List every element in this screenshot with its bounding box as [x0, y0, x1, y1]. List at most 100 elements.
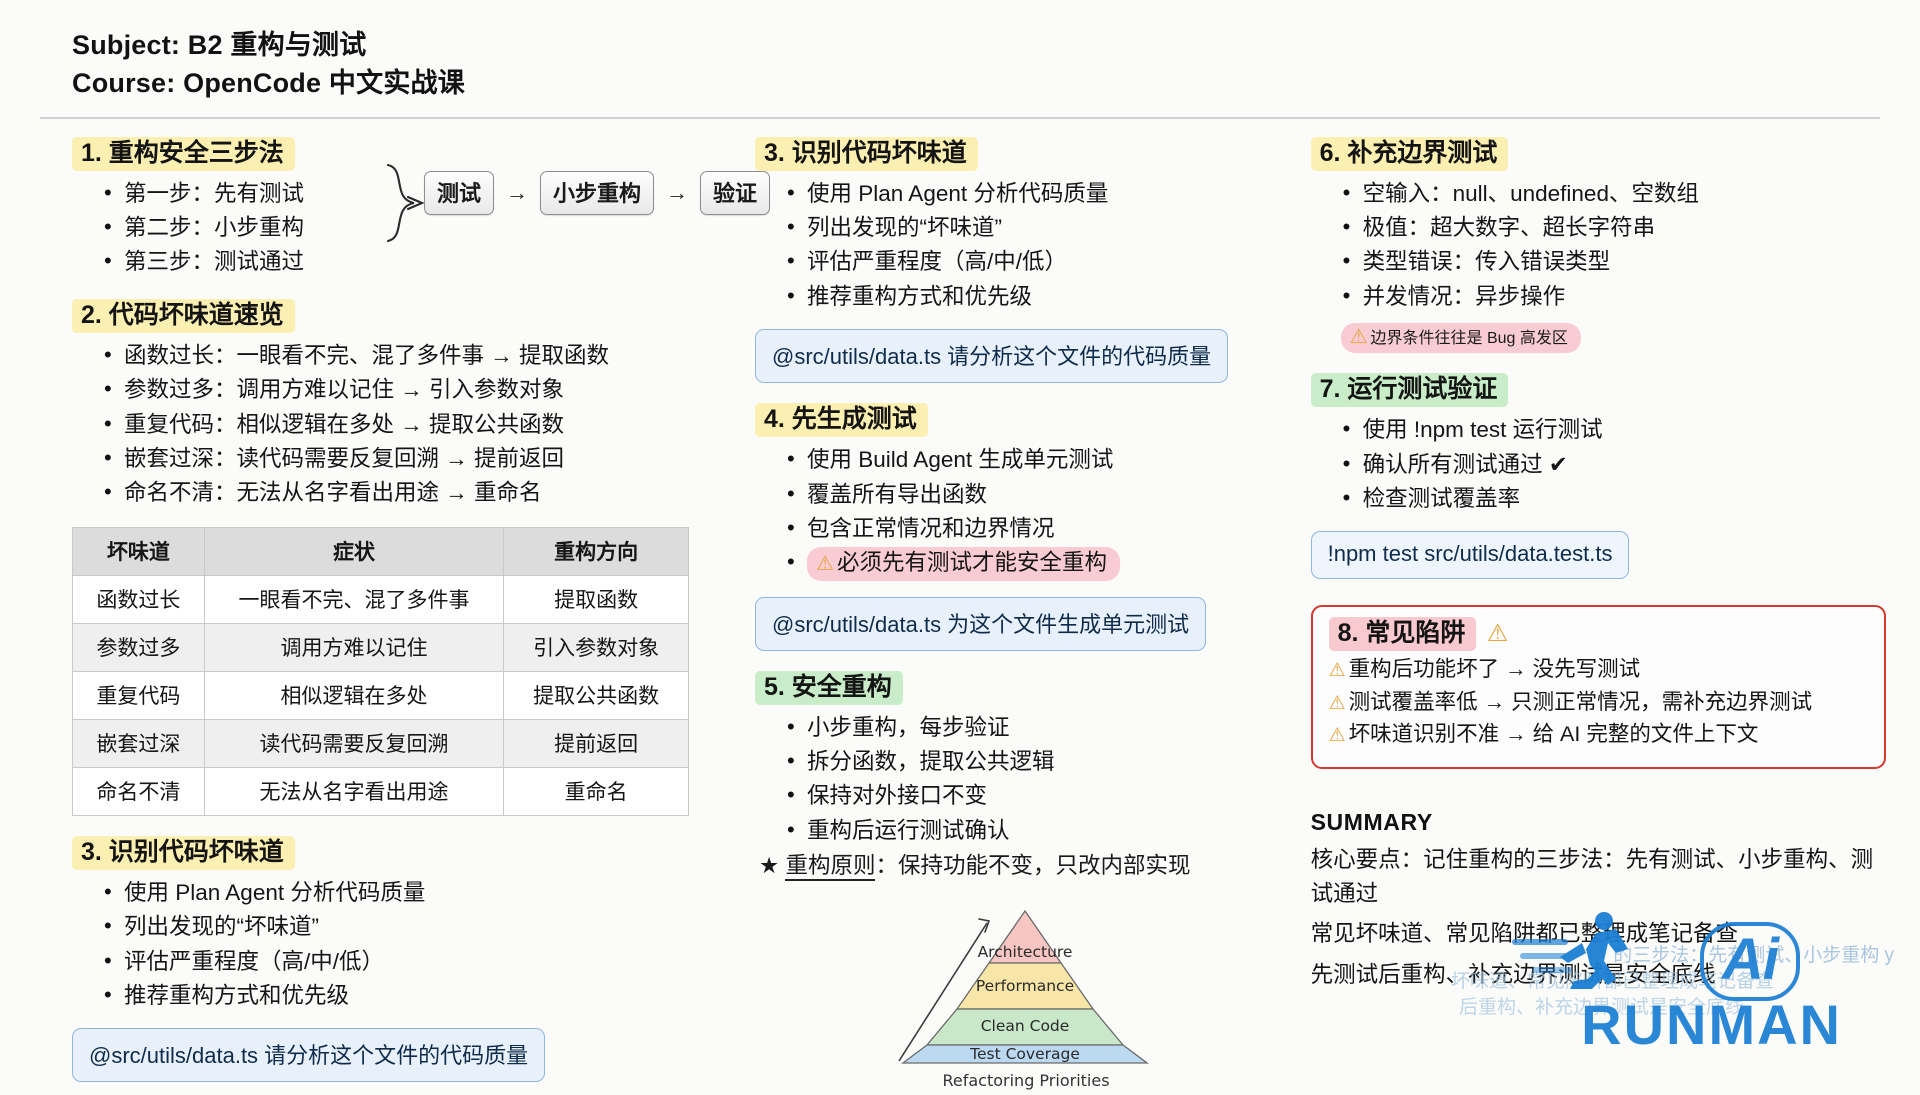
- table-header-cell: 重构方向: [503, 526, 689, 576]
- list-item: 使用 Build Agent 生成单元测试: [785, 443, 1289, 476]
- star-icon: ★: [759, 853, 780, 879]
- table-row: 函数过长 一眼看不完、混了多件事 提取函数: [72, 574, 689, 624]
- boundary-warning-row: ⚠边界条件往往是 Bug 高发区: [1311, 323, 1886, 354]
- column-3: 6. 补充边界测试 空输入：null、undefined、空数组 极值：超大数字…: [1289, 136, 1886, 1095]
- list-item: 推荐重构方式和优先级: [785, 280, 1289, 313]
- list-item: 评估严重程度（高/中/低）: [785, 245, 1289, 278]
- list-item: 检查测试覆盖率: [1341, 482, 1886, 515]
- table-row: 命名不清 无法从名字看出用途 重命名: [72, 766, 689, 816]
- pitfall-line: ⚠测试覆盖率低 → 只测正常情况，需补充边界测试: [1329, 686, 1868, 719]
- refactoring-priorities-pyramid: Architecture Performance Clean Code Test…: [875, 905, 1175, 1095]
- table-cell: 命名不清: [72, 766, 205, 816]
- flow-box-small-refactor: 小步重构: [540, 170, 655, 215]
- table-cell: 参数过多: [72, 622, 205, 672]
- table-cell: 相似逻辑在多处: [203, 670, 505, 720]
- summary-line: 先测试后重构、补充边界测试是安全底线: [1310, 962, 1716, 988]
- prompt-box-generate-tests[interactable]: @src/utils/data.ts 为这个文件生成单元测试: [755, 596, 1207, 651]
- warning-icon: ⚠: [1328, 725, 1346, 747]
- list-item: 第三步：测试通过: [102, 245, 731, 278]
- summary-block: SUMMARY 核心要点：记住重构的三步法：先有测试、小步重构、测试通过 常见坏…: [1311, 809, 1886, 992]
- list-item-warning: ⚠必须先有测试才能安全重构: [785, 546, 1289, 581]
- list-item: 包含正常情况和边界情况: [785, 512, 1289, 545]
- columns-container: 1. 重构安全三步法 第一步：先有测试 第二步：小步重构 第三步：测试通过 测试…: [34, 136, 1886, 1095]
- pyramid-tier-label-clean-code: Clean Code: [980, 1016, 1070, 1035]
- list-item: 列出发现的“坏味道”: [102, 910, 731, 943]
- pitfall-text: 重构后功能坏了 → 没先写测试: [1348, 657, 1641, 682]
- pyramid-caption: Refactoring Priorities: [942, 1070, 1110, 1090]
- section-2-bullets: 函数过长：一眼看不完、混了多件事 → 提取函数 参数过多：调用方难以记住 → 引…: [72, 339, 731, 510]
- column-1: 1. 重构安全三步法 第一步：先有测试 第二步：小步重构 第三步：测试通过 测试…: [34, 136, 771, 1095]
- column-2: 3. 识别代码坏味道 使用 Plan Agent 分析代码质量 列出发现的“坏味…: [731, 136, 1289, 1095]
- list-item: 拆分函数，提取公共逻辑: [785, 745, 1289, 778]
- pitfall-text: 坏味道识别不准 → 给 AI 完整的文件上下文: [1348, 722, 1759, 747]
- course-line: Course: OpenCode 中文实战课: [72, 68, 465, 99]
- table-cell: 函数过长: [72, 574, 205, 624]
- table-row: 参数过多 调用方难以记住 引入参数对象: [72, 622, 689, 672]
- section-boundary-tests: 6. 补充边界测试 空输入：null、undefined、空数组 极值：超大数字…: [1310, 136, 1886, 354]
- table-cell: 读代码需要反复回溯: [203, 718, 505, 768]
- list-item: 空输入：null、undefined、空数组: [1341, 177, 1886, 210]
- warning-text: 必须先有测试才能安全重构: [836, 550, 1107, 576]
- list-item: 类型错误：传入错误类型: [1341, 245, 1886, 278]
- list-item: 嵌套过深：读代码需要反复回溯 → 提前返回: [102, 442, 731, 475]
- section-1-heading: 1. 重构安全三步法: [72, 136, 295, 171]
- pitfall-heading-row: 8. 常见陷阱 ⚠: [1328, 617, 1868, 653]
- table-header-cell: 症状: [203, 526, 505, 576]
- list-item: 第二步：小步重构: [102, 211, 731, 244]
- list-item: 重构后运行测试确认: [785, 814, 1289, 847]
- code-smell-table: 坏味道 症状 重构方向 函数过长 一眼看不完、混了多件事 提取函数 参数过多: [72, 526, 689, 816]
- section-5-bullets: 小步重构，每步验证 拆分函数，提取公共逻辑 保持对外接口不变 重构后运行测试确认: [755, 711, 1289, 848]
- section-7-heading: 7. 运行测试验证: [1310, 373, 1509, 408]
- list-item: 使用 Plan Agent 分析代码质量: [785, 177, 1289, 210]
- table-cell: 一眼看不完、混了多件事: [203, 574, 505, 624]
- pitfall-text: 测试覆盖率低 → 只测正常情况，需补充边界测试: [1348, 689, 1813, 714]
- table-cell: 重复代码: [72, 670, 205, 720]
- prompt-box-analyze-col1[interactable]: @src/utils/data.ts 请分析这个文件的代码质量: [72, 1028, 546, 1083]
- pitfall-line: ⚠坏味道识别不准 → 给 AI 完整的文件上下文: [1329, 718, 1868, 751]
- section-refactor-three-steps: 1. 重构安全三步法 第一步：先有测试 第二步：小步重构 第三步：测试通过 测试…: [72, 136, 771, 279]
- warning-text: 边界条件往往是 Bug 高发区: [1370, 330, 1568, 348]
- warning-icon: ⚠: [1349, 326, 1368, 349]
- summary-line: 核心要点：记住重构的三步法：先有测试、小步重构、测试通过: [1310, 846, 1874, 906]
- table-header-row: 坏味道 症状 重构方向: [72, 526, 689, 576]
- table-cell: 提取函数: [503, 574, 689, 624]
- list-item: 并发情况：异步操作: [1341, 280, 1886, 313]
- warning-icon: ⚠: [1328, 692, 1346, 714]
- list-item: 参数过多：调用方难以记住 → 引入参数对象: [102, 373, 731, 406]
- table-cell: 无法从名字看出用途: [203, 766, 505, 816]
- flow-box-verify: 验证: [700, 170, 771, 215]
- section-run-tests: 7. 运行测试验证 使用 !npm test 运行测试 确认所有测试通过 ✔ 检…: [1310, 373, 1886, 580]
- header-divider: [40, 116, 1880, 119]
- section-1-bullets: 第一步：先有测试 第二步：小步重构 第三步：测试通过: [72, 177, 731, 279]
- table-row: 重复代码 相似逻辑在多处 提取公共函数: [72, 670, 689, 720]
- section-common-pitfalls: 8. 常见陷阱 ⚠ ⚠重构后功能坏了 → 没先写测试 ⚠测试覆盖率低 → 只测正…: [1310, 605, 1886, 769]
- pyramid-tier-label-architecture: Architecture: [977, 942, 1073, 961]
- prompt-box-analyze[interactable]: @src/utils/data.ts 请分析这个文件的代码质量: [755, 329, 1229, 384]
- list-item: 确认所有测试通过 ✔: [1341, 448, 1886, 481]
- section-3-bullets: 使用 Plan Agent 分析代码质量 列出发现的“坏味道” 评估严重程度（高…: [755, 177, 1289, 314]
- table-cell: 重命名: [503, 766, 689, 816]
- section-7-bullets: 使用 !npm test 运行测试 确认所有测试通过 ✔ 检查测试覆盖率: [1311, 413, 1886, 515]
- list-item: 命名不清：无法从名字看出用途 → 重命名: [102, 476, 731, 509]
- flow-arrow-2: →: [666, 179, 689, 205]
- command-box-run-tests[interactable]: !npm test src/utils/data.test.ts: [1310, 531, 1630, 580]
- refactor-principle-label: 重构原则: [785, 853, 876, 882]
- section-6-heading: 6. 补充边界测试: [1310, 136, 1509, 171]
- summary-title: SUMMARY: [1310, 808, 1433, 835]
- section-identify-smells: 3. 识别代码坏味道 使用 Plan Agent 分析代码质量 列出发现的“坏味…: [755, 136, 1289, 384]
- list-item: 列出发现的“坏味道”: [785, 211, 1289, 244]
- section-code-smells: 2. 代码坏味道速览 函数过长：一眼看不完、混了多件事 → 提取函数 参数过多：…: [72, 298, 731, 816]
- list-item: 使用 !npm test 运行测试: [1341, 413, 1886, 446]
- section-6-bullets: 空输入：null、undefined、空数组 极值：超大数字、超长字符串 类型错…: [1311, 177, 1886, 314]
- refactor-principle-line: ★ 重构原则：保持功能不变，只改内部实现: [755, 850, 1289, 882]
- summary-line: 常见坏味道、常见陷阱都已整理成笔记备查: [1310, 921, 1739, 947]
- table-header-cell: 坏味道: [72, 526, 205, 576]
- table-row: 嵌套过深 读代码需要反复回溯 提前返回: [72, 718, 689, 768]
- list-item: 保持对外接口不变: [785, 779, 1289, 812]
- table-cell: 调用方难以记住: [203, 622, 505, 672]
- section-4-heading: 4. 先生成测试: [755, 403, 928, 438]
- warning-pill: ⚠必须先有测试才能安全重构: [807, 547, 1120, 581]
- section-identify-smells-col1: 3. 识别代码坏味道 使用 Plan Agent 分析代码质量 列出发现的“坏味…: [72, 835, 731, 1083]
- table-cell: 提取公共函数: [503, 670, 689, 720]
- list-item: 覆盖所有导出函数: [785, 478, 1289, 511]
